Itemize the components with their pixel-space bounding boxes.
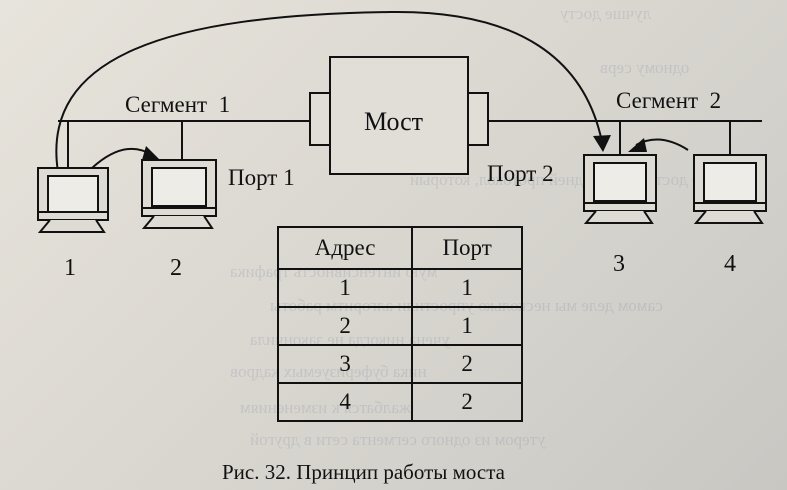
- segment-1-label: Сегмент 1: [125, 92, 231, 117]
- port-2-connector: [467, 92, 489, 146]
- arrowhead-1-to-2: [142, 146, 160, 160]
- arrowhead-1-to-3: [593, 135, 611, 152]
- cell-address: 3: [276, 344, 414, 384]
- computer-3-number: 3: [613, 251, 625, 277]
- computer-2-number: 2: [170, 255, 182, 281]
- bridge-label: Мост: [364, 107, 424, 136]
- segment-2-label: Сегмент 2: [616, 88, 722, 113]
- computer-1-number: 1: [64, 255, 76, 281]
- port-1-connector: [309, 92, 331, 146]
- port-2-label: Порт 2: [487, 161, 554, 186]
- cell-port: 2: [411, 344, 523, 384]
- cell-port: 1: [411, 268, 523, 308]
- cell-port: 2: [411, 382, 523, 422]
- frame-path-arrow-1-to-3: [55, 10, 603, 173]
- cell-port: 1: [411, 306, 523, 346]
- table-row: 3 2: [276, 344, 523, 384]
- computer-4-icon: [693, 154, 767, 224]
- bridge-box: [329, 56, 469, 175]
- address-table: Адрес Порт 1 1 2 1 3 2 4 2: [276, 226, 523, 422]
- table-row: 4 2: [276, 382, 523, 422]
- table-row: 1 1: [276, 268, 523, 308]
- computer-2-icon: [141, 159, 217, 229]
- table-row: 2 1: [276, 306, 523, 346]
- header-port: Порт: [411, 226, 523, 270]
- computer-3-icon: [583, 154, 657, 224]
- port-1-label: Порт 1: [228, 165, 295, 190]
- cell-address: 4: [276, 382, 414, 422]
- computer-4-number: 4: [724, 251, 736, 277]
- header-address: Адрес: [276, 226, 414, 270]
- arrowhead-4-to-3: [628, 138, 647, 152]
- computer-1-icon: [37, 167, 109, 233]
- cell-address: 1: [276, 268, 414, 308]
- cell-address: 2: [276, 306, 414, 346]
- figure-caption: Рис. 32. Принцип работы моста: [222, 460, 505, 484]
- table-header-row: Адрес Порт: [276, 226, 523, 270]
